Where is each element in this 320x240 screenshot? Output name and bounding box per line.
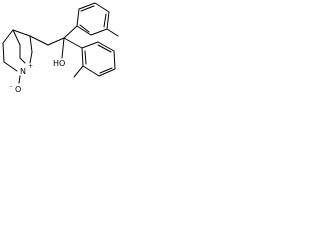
- bond: [79, 24, 90, 33]
- structure-canvas: N + O - HO: [0, 0, 124, 102]
- methyl-bond: [106, 28, 119, 37]
- bond: [80, 5, 95, 12]
- bond: [63, 25, 78, 39]
- benzene-ring: [76, 2, 110, 36]
- bond: [29, 35, 49, 46]
- nitrogen-label: N: [20, 67, 26, 76]
- quinuclidine-cage: [2, 29, 49, 84]
- lower-tolyl-ring: [73, 41, 116, 78]
- oxide-charge-label: -: [10, 83, 12, 90]
- hydroxyl-label: HO: [53, 59, 65, 68]
- bond: [103, 13, 107, 28]
- nitrogen-charge-label: +: [28, 63, 33, 70]
- bond: [47, 37, 65, 46]
- upper-tolyl-ring: [76, 2, 119, 37]
- methyl-bond: [73, 65, 84, 78]
- bond: [12, 29, 21, 46]
- bond: [18, 75, 21, 84]
- chemical-structure: N + O - HO: [2, 2, 119, 94]
- carbinol-center: [47, 25, 83, 59]
- benzene-ring: [81, 41, 116, 77]
- bond: [97, 44, 112, 53]
- bond: [3, 61, 18, 72]
- bond: [29, 51, 33, 64]
- bond: [99, 67, 113, 74]
- bond: [19, 57, 26, 64]
- bond: [63, 37, 83, 49]
- bond: [2, 29, 14, 44]
- bond: [84, 50, 87, 65]
- bond: [12, 29, 31, 37]
- oxide-oxygen-label: O: [15, 85, 21, 94]
- bond: [29, 35, 33, 53]
- bond: [61, 37, 65, 59]
- bond: [2, 42, 5, 63]
